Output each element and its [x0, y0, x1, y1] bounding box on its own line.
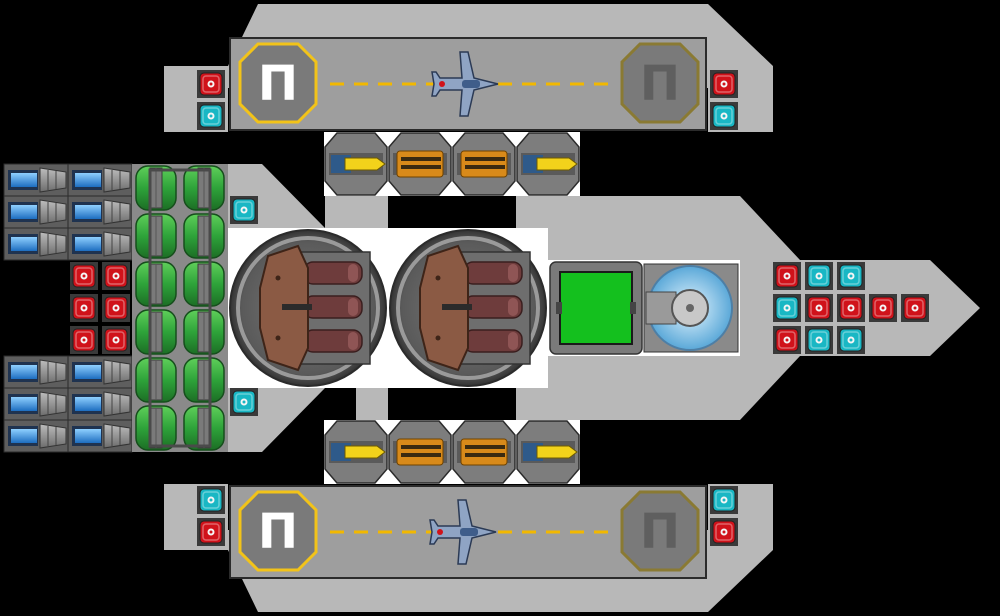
reactor-tank-icon[interactable]	[132, 404, 180, 452]
thruster-icon[interactable]	[3, 195, 69, 229]
cyan-module-icon[interactable]	[805, 262, 833, 290]
helipad-right[interactable]: Π	[620, 42, 700, 124]
connector	[516, 196, 548, 228]
cyan-module-icon[interactable]	[230, 388, 258, 416]
cyan-module-icon[interactable]	[710, 486, 738, 514]
helipad-label: Π	[258, 56, 298, 112]
reactor-tank-icon[interactable]	[180, 308, 228, 356]
reactor-tank-icon[interactable]	[180, 404, 228, 452]
connector	[356, 388, 388, 420]
thruster-icon[interactable]	[3, 355, 69, 389]
reactor-tank-icon[interactable]	[180, 260, 228, 308]
helipad-label: Π	[640, 504, 680, 560]
bottom-hangar: Π Π	[229, 485, 707, 579]
cyan-module-icon[interactable]	[805, 326, 833, 354]
bridge-computer-icon[interactable]	[549, 261, 643, 355]
missile-launcher-icon[interactable]	[324, 132, 388, 196]
thruster-icon[interactable]	[67, 419, 133, 453]
missile-batteries	[324, 132, 580, 484]
red-module-icon[interactable]	[70, 262, 98, 290]
cyan-module-icon[interactable]	[710, 102, 738, 130]
thruster-icon[interactable]	[67, 227, 133, 261]
red-module-icon[interactable]	[710, 518, 738, 546]
helipad-label: Π	[258, 504, 298, 560]
reactor-tank-icon[interactable]	[180, 212, 228, 260]
cyan-module-icon[interactable]	[230, 196, 258, 224]
red-module-icon[interactable]	[102, 326, 130, 354]
red-module-icon[interactable]	[70, 294, 98, 322]
engine-section	[3, 163, 258, 453]
heavy-turret-icon[interactable]	[229, 229, 387, 387]
missile-launcher-icon[interactable]	[388, 420, 452, 484]
fighter-jet-icon[interactable]	[431, 51, 499, 117]
red-module-icon[interactable]	[869, 294, 897, 322]
cyan-module-icon[interactable]	[837, 262, 865, 290]
pipe-frame	[148, 168, 212, 448]
red-module-icon[interactable]	[805, 294, 833, 322]
heavy-turrets	[229, 229, 547, 387]
reactor-tank-icon[interactable]	[180, 164, 228, 212]
top-hangar: Π Π	[229, 37, 707, 131]
reactor-tank-icon[interactable]	[132, 260, 180, 308]
missile-launcher-icon[interactable]	[452, 420, 516, 484]
thruster-icon[interactable]	[67, 387, 133, 421]
missile-launcher-icon[interactable]	[388, 132, 452, 196]
thruster-icon[interactable]	[67, 163, 133, 197]
red-module-icon[interactable]	[773, 326, 801, 354]
hangar-side-modules	[197, 70, 738, 546]
cyan-module-icon[interactable]	[837, 326, 865, 354]
thruster-icon[interactable]	[3, 227, 69, 261]
cyan-module-icon[interactable]	[197, 486, 225, 514]
red-module-icon[interactable]	[901, 294, 929, 322]
missile-launcher-icon[interactable]	[324, 420, 388, 484]
connector	[516, 388, 548, 420]
red-module-icon[interactable]	[710, 70, 738, 98]
reactor-tank-icon[interactable]	[132, 356, 180, 404]
red-module-icon[interactable]	[837, 294, 865, 322]
heavy-turret-icon[interactable]	[389, 229, 547, 387]
thruster-icon[interactable]	[3, 163, 69, 197]
helipad-left[interactable]: Π	[238, 490, 318, 572]
connector	[356, 196, 388, 228]
reactor-tank-icon[interactable]	[180, 356, 228, 404]
fighter-jet-icon[interactable]	[429, 499, 497, 565]
cyan-module-icon[interactable]	[197, 102, 225, 130]
missile-launcher-icon[interactable]	[516, 132, 580, 196]
red-module-icon[interactable]	[773, 262, 801, 290]
red-module-icon[interactable]	[102, 262, 130, 290]
helipad-right[interactable]: Π	[620, 490, 700, 572]
reactor-tank-icon[interactable]	[132, 164, 180, 212]
gap	[325, 196, 356, 228]
cyan-module-icon[interactable]	[773, 294, 801, 322]
reactor-tank-icon[interactable]	[132, 212, 180, 260]
red-module-icon[interactable]	[197, 518, 225, 546]
red-module-icon[interactable]	[102, 294, 130, 322]
thruster-icon[interactable]	[3, 387, 69, 421]
thruster-icon[interactable]	[67, 195, 133, 229]
reactor-tank-icon[interactable]	[132, 308, 180, 356]
red-module-icon[interactable]	[197, 70, 225, 98]
bridge-section	[549, 261, 739, 355]
bow-module-grid	[773, 262, 929, 354]
thruster-icon[interactable]	[67, 355, 133, 389]
thruster-icon[interactable]	[3, 419, 69, 453]
missile-launcher-icon[interactable]	[452, 132, 516, 196]
red-module-icon[interactable]	[70, 326, 98, 354]
missile-launcher-icon[interactable]	[516, 420, 580, 484]
shield-generator-icon[interactable]	[643, 263, 739, 353]
gap	[388, 196, 516, 228]
helipad-label: Π	[640, 56, 680, 112]
helipad-left[interactable]: Π	[238, 42, 318, 124]
gap	[388, 388, 516, 420]
